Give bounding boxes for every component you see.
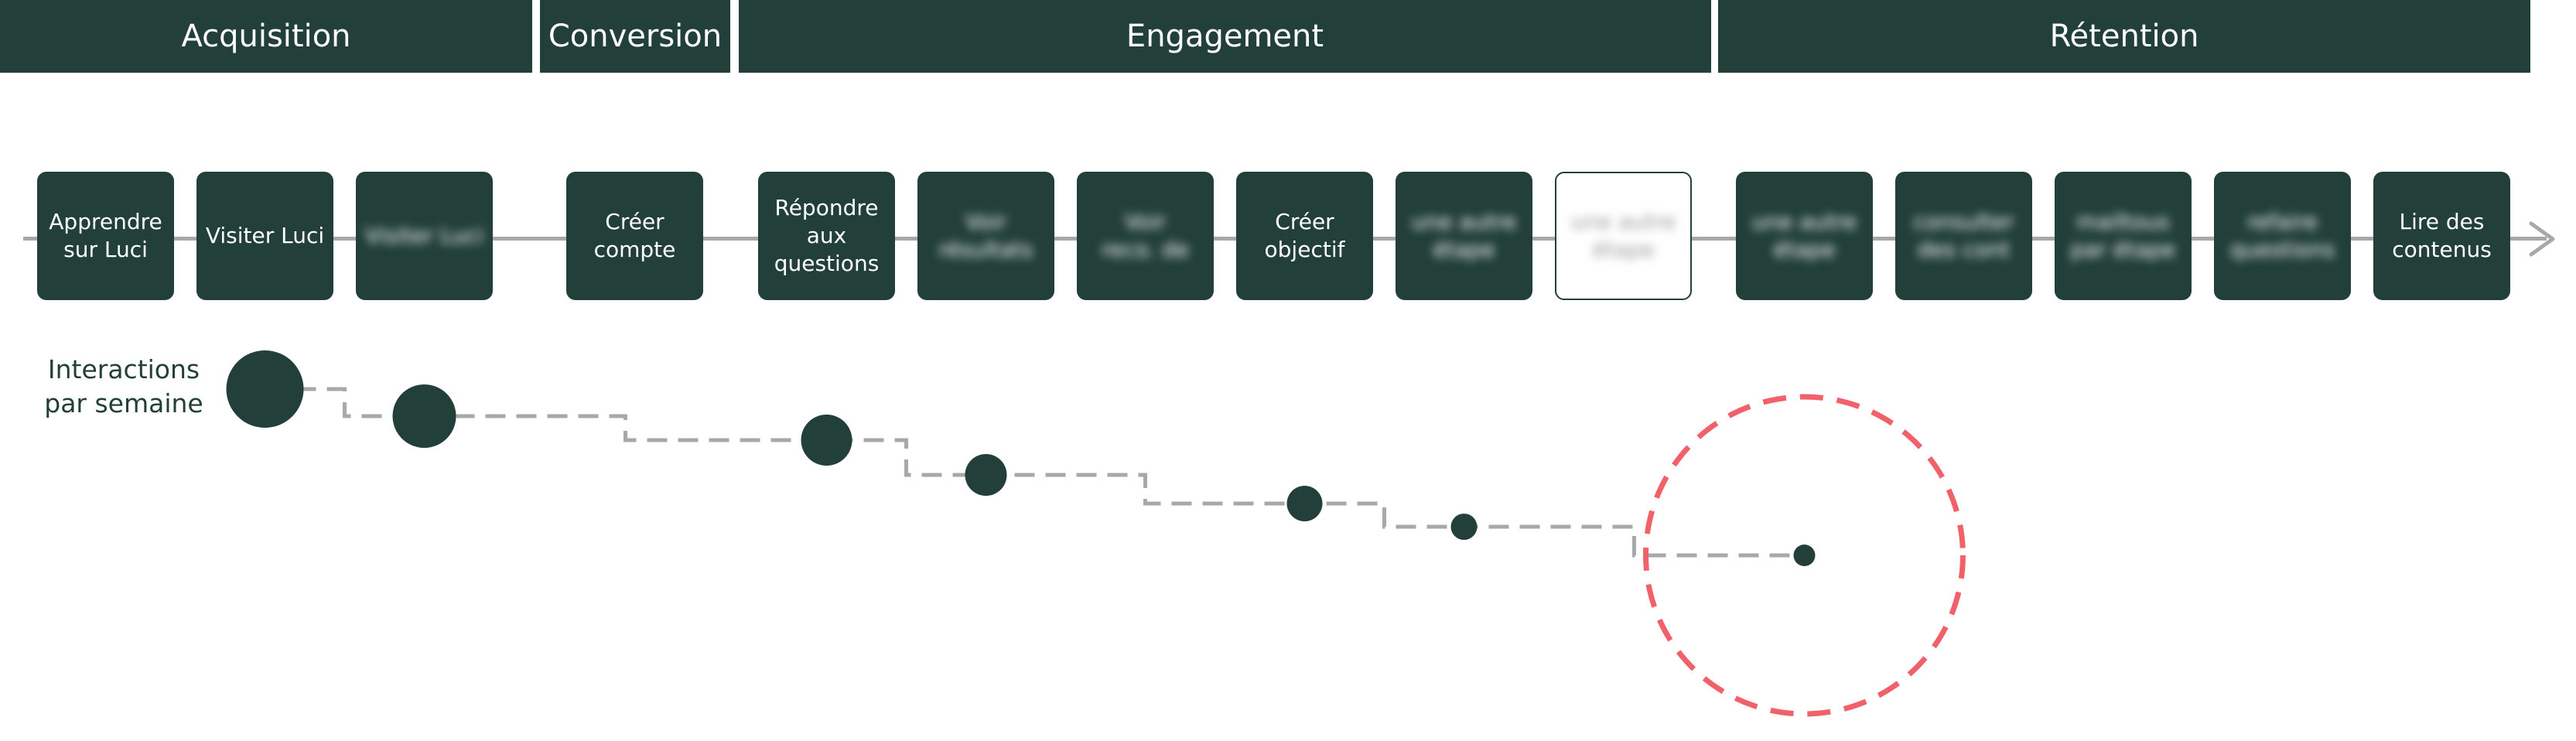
step-label: une autre étape — [1411, 209, 1517, 262]
interaction-bubble — [801, 415, 852, 466]
phase-engagement: Engagement — [739, 0, 1711, 73]
phase-acquisition: Acquisition — [0, 0, 532, 73]
interaction-bubble — [226, 350, 304, 428]
phase-label: Acquisition — [181, 19, 351, 54]
step-card: Visiter Luci — [196, 172, 333, 300]
step-card: mailtous par étape — [2055, 172, 2192, 300]
step-label: Visiter Luci — [205, 223, 325, 248]
step-card: Créer objectif — [1236, 172, 1373, 300]
phase-label: Engagement — [1126, 19, 1324, 54]
step-label: consulter des cont — [1913, 209, 2014, 262]
phase-conversion: Conversion — [540, 0, 730, 73]
interactions-per-week-label: Interactions par semaine — [44, 354, 203, 418]
step-card: refaire questions — [2214, 172, 2351, 300]
step-card: Visiter Luci — [356, 172, 493, 300]
timeline-arrow-icon — [2529, 221, 2555, 257]
step-card: Apprendre sur Luci — [37, 172, 174, 300]
step-card: Voir reco. de — [1077, 172, 1214, 300]
step-card: une autre étape — [1555, 172, 1692, 300]
step-label: Apprendre sur Luci — [49, 209, 162, 262]
step-label: Créer compte — [593, 209, 676, 262]
interaction-bubble — [1793, 545, 1816, 566]
step-label: une autre étape — [1751, 209, 1857, 262]
step-card: Lire des contenus — [2373, 172, 2510, 300]
step-card: une autre étape — [1396, 172, 1532, 300]
step-card: Répondre aux questions — [758, 172, 895, 300]
phase-label: Conversion — [548, 19, 723, 54]
phase-label: Rétention — [2049, 19, 2199, 54]
drop-off-highlight-ring — [1643, 394, 1966, 717]
step-label: mailtous par étape — [2070, 209, 2176, 262]
step-card: consulter des cont — [1895, 172, 2032, 300]
interaction-connector — [265, 387, 1805, 558]
interaction-bubble — [1450, 514, 1478, 540]
step-label: refaire questions — [2229, 209, 2335, 262]
interaction-bubble — [1286, 486, 1323, 521]
step-label: Répondre aux questions — [774, 195, 880, 276]
step-label: Créer objectif — [1264, 209, 1345, 262]
step-card: une autre étape — [1736, 172, 1873, 300]
phase-retention: Rétention — [1718, 0, 2530, 73]
step-card: Créer compte — [566, 172, 703, 300]
interaction-bubble — [965, 454, 1007, 496]
interaction-bubble — [392, 384, 456, 448]
step-card: Voir résultats — [917, 172, 1054, 300]
step-label: Lire des contenus — [2392, 209, 2492, 262]
step-label: Voir reco. de — [1102, 209, 1189, 262]
step-label: Visiter Luci — [364, 223, 484, 248]
step-label: Voir résultats — [938, 209, 1033, 262]
step-label: une autre étape — [1570, 209, 1676, 262]
